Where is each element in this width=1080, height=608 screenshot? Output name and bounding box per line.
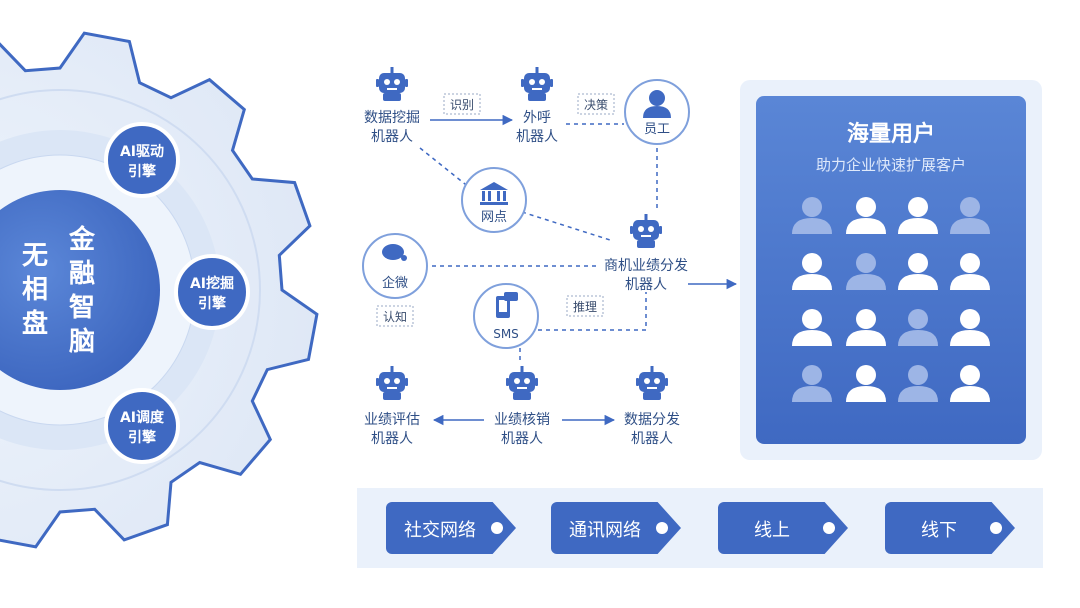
engine-ai-mining: AI挖掘 引擎 xyxy=(174,254,250,330)
edge-label-cognize: 认知 xyxy=(376,305,414,327)
channel-label: 通讯网络 xyxy=(569,520,641,541)
svg-text:网点: 网点 xyxy=(481,210,507,225)
center-subtitle-char: 金 xyxy=(68,224,96,255)
users-panel-title: 海量用户 xyxy=(846,122,935,147)
center-subtitle-char: 融 xyxy=(69,259,95,289)
svg-text:推理: 推理 xyxy=(573,300,597,314)
channel-label: 线下 xyxy=(921,520,957,541)
svg-text:机器人: 机器人 xyxy=(516,129,558,145)
user-icon xyxy=(846,309,886,346)
robot-icon xyxy=(376,67,408,101)
svg-text:引擎: 引擎 xyxy=(128,163,156,180)
channel-offline: 线下 xyxy=(885,502,1015,554)
dot-icon xyxy=(990,522,1002,534)
robot-icon xyxy=(630,214,662,248)
user-icon xyxy=(792,365,832,402)
channel-social-network: 社交网络 xyxy=(386,502,516,554)
svg-text:外呼: 外呼 xyxy=(523,110,551,126)
user-icon xyxy=(950,309,990,346)
node-data-mining-robot: 数据挖掘 机器人 xyxy=(364,67,420,145)
engine-ai-scheduling: AI调度 引擎 xyxy=(104,388,180,464)
node-opportunity-robot: 商机业绩分发 机器人 xyxy=(604,214,688,293)
users-panel: 海量用户 助力企业快速扩展客户 xyxy=(756,96,1026,444)
svg-text:SMS: SMS xyxy=(493,327,519,341)
edge-label-decide: 决策 xyxy=(577,93,615,115)
node-employee: 员工 xyxy=(624,79,690,145)
phone-icon xyxy=(496,292,518,318)
center-char: 相 xyxy=(22,275,48,305)
center-char: 盘 xyxy=(22,308,48,339)
svg-text:AI驱动: AI驱动 xyxy=(120,143,164,160)
node-branch: 网点 xyxy=(461,167,527,233)
svg-text:数据分发: 数据分发 xyxy=(624,412,680,428)
user-icon xyxy=(846,365,886,402)
svg-text:AI挖掘: AI挖掘 xyxy=(190,275,234,292)
wecom-icon xyxy=(382,244,407,261)
svg-text:员工: 员工 xyxy=(644,122,670,137)
svg-text:机器人: 机器人 xyxy=(501,431,543,447)
svg-text:企微: 企微 xyxy=(382,275,408,291)
user-icon xyxy=(898,197,938,234)
svg-text:业绩评估: 业绩评估 xyxy=(364,412,420,428)
robot-icon xyxy=(636,366,668,400)
svg-text:认知: 认知 xyxy=(383,310,407,324)
svg-text:数据挖掘: 数据挖掘 xyxy=(364,110,420,126)
svg-text:识别: 识别 xyxy=(450,98,474,112)
center-char: 无 xyxy=(22,241,48,271)
channel-telecom-network: 通讯网络 xyxy=(551,502,681,554)
user-icon xyxy=(898,309,938,346)
robot-icon xyxy=(376,366,408,400)
bank-icon xyxy=(480,182,508,205)
user-icon xyxy=(846,253,886,290)
gear-graphic xyxy=(0,31,319,549)
user-icon xyxy=(950,253,990,290)
gear-core xyxy=(0,190,160,390)
edge-label-infer: 推理 xyxy=(566,295,604,317)
channel-label: 社交网络 xyxy=(404,520,476,541)
user-icon xyxy=(898,365,938,402)
svg-text:业绩核销: 业绩核销 xyxy=(494,412,550,428)
svg-text:机器人: 机器人 xyxy=(625,277,667,293)
svg-text:引擎: 引擎 xyxy=(198,295,226,312)
user-icon xyxy=(950,365,990,402)
user-icon xyxy=(898,253,938,290)
dot-icon xyxy=(823,522,835,534)
gear-center-title: 无 相 盘 金 融 智 脑 xyxy=(22,224,96,357)
user-icon-grid xyxy=(792,197,990,402)
user-icon xyxy=(792,309,832,346)
robot-icon xyxy=(506,366,538,400)
edge-label-recognize: 识别 xyxy=(443,93,481,115)
user-icon xyxy=(846,197,886,234)
robot-icon xyxy=(521,67,553,101)
svg-text:机器人: 机器人 xyxy=(631,431,673,447)
svg-text:机器人: 机器人 xyxy=(371,431,413,447)
user-icon xyxy=(792,197,832,234)
user-icon xyxy=(792,253,832,290)
node-wecom: 企微 xyxy=(362,233,428,299)
users-panel-subtitle: 助力企业快速扩展客户 xyxy=(815,156,966,174)
employee-icon xyxy=(643,90,671,118)
dot-icon xyxy=(656,522,668,534)
dot-icon xyxy=(491,522,503,534)
engine-ai-drive: AI驱动 引擎 xyxy=(104,122,180,198)
channel-label: 线上 xyxy=(754,520,790,541)
center-subtitle-char: 脑 xyxy=(69,327,95,357)
svg-text:商机业绩分发: 商机业绩分发 xyxy=(604,258,688,274)
node-data-dispatch-robot: 数据分发 机器人 xyxy=(624,366,680,447)
user-icon xyxy=(950,197,990,234)
node-sms: SMS xyxy=(473,283,539,349)
svg-text:AI调度: AI调度 xyxy=(120,409,165,426)
node-performance-eval-robot: 业绩评估 机器人 xyxy=(364,366,420,447)
node-outbound-call-robot: 外呼 机器人 xyxy=(516,67,558,145)
channel-online: 线上 xyxy=(718,502,848,554)
svg-text:机器人: 机器人 xyxy=(371,129,413,145)
svg-text:决策: 决策 xyxy=(584,98,608,112)
flow-connectors xyxy=(419,114,738,426)
node-performance-verify-robot: 业绩核销 机器人 xyxy=(494,366,550,447)
svg-text:引擎: 引擎 xyxy=(128,429,156,446)
center-subtitle-char: 智 xyxy=(69,293,95,323)
